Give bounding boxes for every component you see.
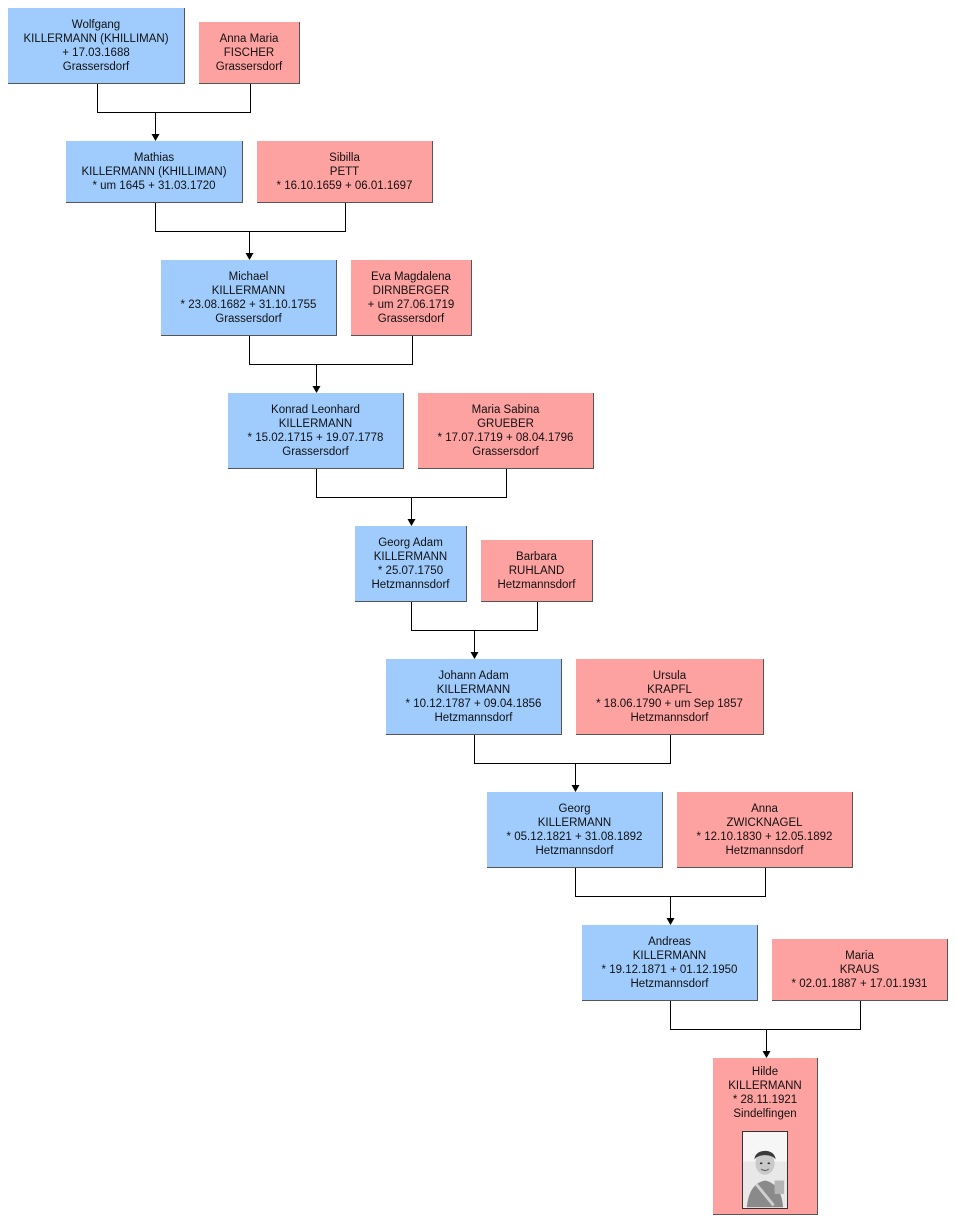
arrow-head-icon [666,918,675,925]
surname: GRUEBER [477,417,534,430]
given-name: Mathias [133,151,175,164]
arrow-head-icon [151,134,160,141]
given-name: Wolfgang [71,18,121,31]
person-detail: * 12.10.1830 + 12.05.1892 [696,830,833,843]
surname: KILLERMANN [728,1080,802,1092]
person-detail: Grassersdorf [282,445,349,458]
given-name: Anna Maria [219,32,279,45]
given-name: Johann Adam [438,669,509,682]
surname: FISCHER [223,46,275,59]
person-detail: * um 1645 + 31.03.1720 [92,179,216,192]
person-detail: Grassersdorf [215,60,283,73]
connector-michael [155,203,346,254]
person-detail: * 15.02.1715 + 19.07.1778 [247,431,384,444]
person-detail: * 23.08.1682 + 31.10.1755 [180,298,317,311]
surname: KILLERMANN [537,816,612,829]
given-name: Ursula [652,669,687,682]
given-name: Georg Adam [378,536,443,549]
person-detail: Grassersdorf [377,312,445,325]
surname: KILLERMANN [278,417,353,430]
connector-georg-adam [316,469,507,520]
person-detail: * 10.12.1787 + 09.04.1856 [405,697,542,710]
given-name: Anna [751,802,778,815]
person-detail: Hetzmannsdorf [725,844,804,857]
connector-mathias [97,84,251,135]
surname: KRAUS [839,963,880,976]
connector-hilde [670,1001,861,1052]
person-detail: * 25.07.1750 [377,564,444,577]
arrow-head-icon [762,1051,771,1058]
given-name: Konrad Leonhard [271,403,360,416]
given-name: Andreas [648,935,691,948]
arrow-head-icon [470,652,479,659]
given-name: Maria [845,949,874,962]
surname: DIRNBERGER [372,284,450,297]
person-detail: Grassersdorf [62,60,130,73]
given-name: Michael [228,270,269,283]
given-name: Barbara [516,550,557,563]
given-name: Hilde [751,1066,779,1078]
arrow-head-icon [407,519,416,526]
given-name: Eva Magdalena [371,270,451,283]
surname: KILLERMANN (KHILLIMAN) [23,32,169,45]
person-detail: * 19.12.1871 + 01.12.1950 [601,963,738,976]
surname: KILLERMANN [373,550,448,563]
surname: KRAPFL [647,683,692,696]
person-detail: Hetzmannsdorf [497,578,576,591]
person-detail: * 02.01.1887 + 17.01.1931 [791,977,928,990]
portrait-photo[interactable] [742,1131,788,1209]
arrow-head-icon [312,386,321,393]
arrow-head-icon [245,253,254,260]
given-name: Maria Sabina [471,403,540,416]
person-detail: * 17.07.1719 + 08.04.1796 [437,431,574,444]
person-detail: * 16.10.1659 + 06.01.1697 [276,179,413,192]
surname: KILLERMANN [211,284,286,297]
person-detail: * 05.12.1821 + 31.08.1892 [506,830,643,843]
given-name: Sibilla [329,151,360,164]
given-name: Georg [558,802,591,815]
connector-johann-adam [411,602,538,653]
person-detail: Hetzmannsdorf [535,844,614,857]
person-detail: Grassersdorf [472,445,539,458]
arrow-head-icon [571,785,580,792]
surname: KILLERMANN (KHILLIMAN) [81,165,227,178]
person-detail: Sindelfingen [733,1108,797,1120]
person-detail: Hetzmannsdorf [630,711,709,724]
person-detail: * 28.11.1921 [732,1094,798,1106]
connector-georg [474,735,671,786]
person-detail: Grassersdorf [215,312,282,325]
surname: KILLERMANN [436,683,511,696]
connector-andreas [575,868,766,919]
person-detail: Hetzmannsdorf [371,578,450,591]
person-detail: + um 27.06.1719 [367,298,455,311]
person-detail: Hetzmannsdorf [630,977,709,990]
person-detail: Hetzmannsdorf [434,711,513,724]
person-detail: * 18.06.1790 + um Sep 1857 [596,697,743,710]
surname: ZWICKNAGEL [726,816,803,829]
surname: PETT [329,165,360,178]
surname: KILLERMANN [632,949,707,962]
connector-konrad-leonhard [249,336,413,387]
person-detail: + 17.03.1688 [62,46,130,59]
surname: RUHLAND [508,564,565,577]
